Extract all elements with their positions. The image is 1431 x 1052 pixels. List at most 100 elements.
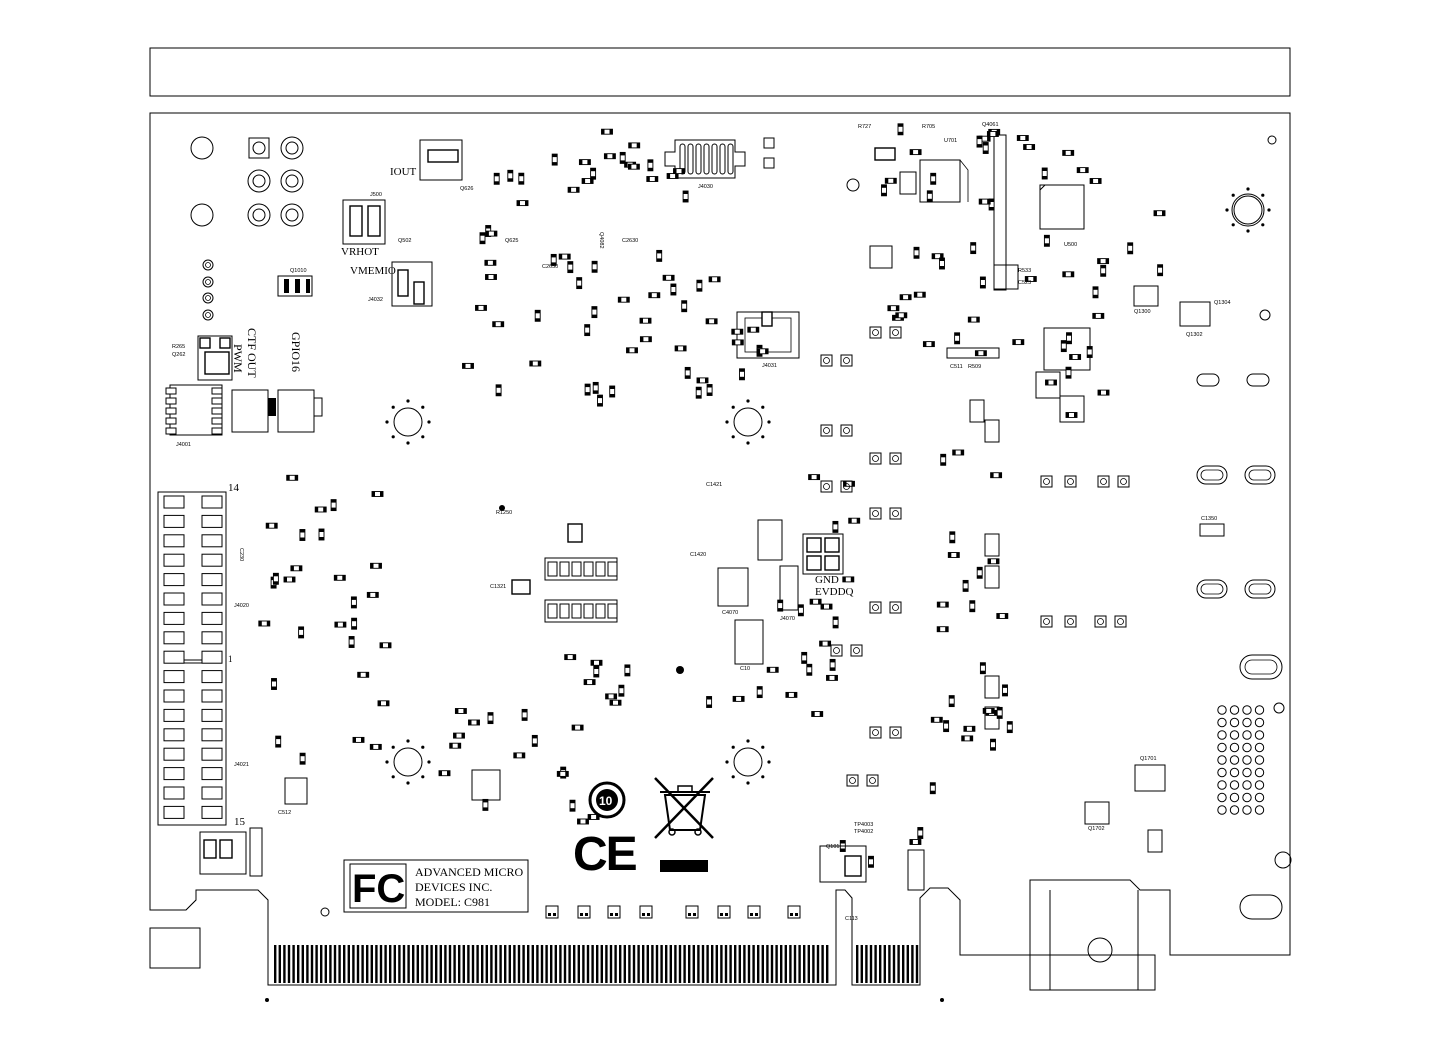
smd-pad <box>591 306 597 310</box>
smd-pad <box>584 332 590 336</box>
refdes-j4001: J4001 <box>176 442 191 448</box>
smd-pad <box>656 258 662 262</box>
smd-pad <box>591 314 597 318</box>
smd-pad <box>535 318 541 322</box>
smd-pad <box>496 392 502 396</box>
smd-pad <box>636 164 640 170</box>
bga-ball <box>1254 705 1265 715</box>
smd-pad <box>868 864 874 868</box>
smd-pad <box>998 472 1002 478</box>
smd-pad <box>294 475 298 481</box>
header-pad <box>163 592 185 606</box>
smd-pad <box>697 377 700 383</box>
refdes-q502: Q502 <box>398 238 411 244</box>
edge-finger <box>476 945 479 983</box>
fcc-label-line1: ADVANCED MICRO <box>415 865 523 879</box>
mount-dot <box>767 420 771 424</box>
smd-pad <box>618 685 624 689</box>
smd-pad <box>624 672 630 676</box>
core-pad <box>547 561 558 577</box>
smd-pad <box>271 686 277 690</box>
mount-dot <box>391 405 395 409</box>
mount-dot <box>385 420 389 424</box>
smd-pad <box>850 576 854 582</box>
edge-finger <box>821 945 824 983</box>
test-pad-ring <box>872 729 879 736</box>
smd-pad <box>945 602 949 608</box>
mount-dot <box>391 435 395 439</box>
refdes-j4032: J4032 <box>368 297 383 303</box>
smd-pad <box>351 626 357 630</box>
edge-pad-dot <box>553 913 556 916</box>
header-pad <box>201 611 223 625</box>
edge-finger <box>485 945 488 983</box>
mount-dot <box>746 781 750 785</box>
test-pad-ring <box>1043 478 1050 485</box>
bga-ball <box>1229 792 1240 803</box>
smd-pad <box>1092 313 1096 319</box>
core-pad <box>571 561 582 577</box>
refdes-c2650: C2650 <box>542 264 558 270</box>
smd-pad <box>593 382 599 386</box>
edge-finger <box>278 945 281 983</box>
refdes-r509: R509 <box>968 364 981 370</box>
edge-finger <box>812 945 815 983</box>
smd-pad <box>808 474 812 480</box>
smd-pad <box>1127 242 1133 246</box>
edge-finger <box>462 945 465 983</box>
smd-pad <box>987 131 991 137</box>
fcc-logo-text: FC <box>352 867 405 911</box>
edge-finger <box>619 945 622 983</box>
edge-finger <box>757 945 760 983</box>
smd-pad <box>1087 354 1093 358</box>
header-pad <box>163 747 185 761</box>
edge-finger <box>688 945 691 983</box>
header-pad <box>163 553 185 567</box>
smd-pad <box>532 743 538 747</box>
smd-pad <box>917 839 921 845</box>
test-pad-ring <box>823 357 830 364</box>
bga-ball <box>1254 755 1265 765</box>
smd-pad <box>1157 264 1163 268</box>
smd-pad <box>315 507 319 512</box>
test-pad <box>840 354 853 367</box>
mount-dot <box>406 781 410 785</box>
smd-pad <box>949 695 955 699</box>
smd-pad <box>484 260 488 266</box>
smd-pad <box>493 274 497 280</box>
refdes-j4021: J4021 <box>234 762 249 768</box>
smd-pad <box>696 395 702 399</box>
smd-pad <box>989 207 995 210</box>
edge-finger <box>301 945 304 983</box>
edge-finger <box>412 945 415 983</box>
mount-dot <box>421 775 425 779</box>
smd-pad <box>970 242 976 246</box>
edge-finger <box>865 945 868 983</box>
test-pad-ring <box>1117 618 1124 625</box>
header-pad <box>163 534 185 548</box>
test-pad <box>869 452 882 465</box>
board-outline <box>149 112 1291 991</box>
smd-pad <box>898 123 903 127</box>
test-pad-ring <box>892 604 899 611</box>
edge-finger <box>343 945 346 983</box>
smd-pad <box>590 178 594 184</box>
smd-pad <box>299 537 305 541</box>
edge-finger <box>637 945 640 983</box>
smd-pad <box>378 563 382 569</box>
edge-finger <box>582 945 585 983</box>
smd-pad <box>636 142 640 148</box>
edge-finger <box>605 945 608 983</box>
header-pad <box>201 767 223 781</box>
header-pad <box>163 805 185 819</box>
refdes-r265: R265 <box>172 344 185 350</box>
smd-pad <box>1042 176 1048 179</box>
edge-finger <box>860 945 863 983</box>
edge-pad <box>717 905 731 919</box>
edge-finger <box>586 945 590 983</box>
smd-pad <box>597 395 603 399</box>
smd-pad <box>706 318 710 324</box>
edge-pad-dot <box>585 913 588 916</box>
smd-pad <box>833 616 839 620</box>
smd-pad <box>930 173 936 177</box>
